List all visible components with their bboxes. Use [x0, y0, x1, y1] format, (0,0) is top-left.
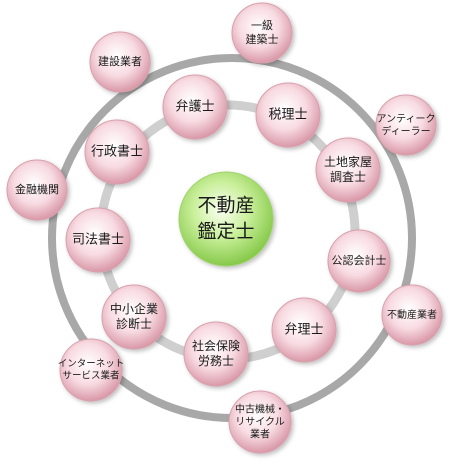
inner-node-label: 中小企業: [110, 301, 158, 316]
inner-node-bengoshi: 弁護士: [162, 74, 228, 140]
outer-node-circle: [231, 2, 293, 64]
outer-node-label: インターネット: [58, 359, 125, 370]
outer-node-label: 建設業者: [98, 54, 142, 68]
outer-node-label: アンティーク: [377, 113, 436, 125]
outer-node-circle: [228, 390, 292, 454]
inner-node-label: 行政書士: [91, 145, 143, 160]
center-label-line1: 不動産: [197, 195, 254, 217]
outer-node-label: 中古機械・: [235, 403, 285, 416]
outer-node-label: リサイクル: [235, 416, 285, 428]
inner-node-circle: [162, 74, 228, 140]
outer-node-kensetsu: 建設業者: [89, 31, 151, 93]
inner-node-label: 調査士: [330, 170, 366, 184]
outer-node-label: 金融機関: [15, 182, 59, 196]
inner-node-label: 土地家屋: [324, 154, 372, 169]
inner-node-label: 診断士: [116, 316, 152, 331]
inner-node-circle: [271, 297, 337, 363]
inner-node-circle: [84, 119, 150, 185]
outer-node-circle: [59, 338, 123, 402]
outer-node-label: 一級: [251, 19, 273, 32]
center-label-line2: 鑑定士: [197, 221, 254, 243]
outer-node-label: 不動産業者: [387, 308, 437, 321]
inner-node-label: 社会保険: [192, 338, 240, 353]
center-node: 不動産 鑑定士: [178, 171, 274, 267]
inner-node-circle: [183, 321, 249, 387]
inner-node-shihoshoshi: 司法書士: [65, 207, 131, 273]
inner-node-circle: [255, 82, 321, 148]
inner-professional-nodes: 弁護士税理士土地家屋調査士公認会計士弁理士社会保険労務士中小企業診断士司法書士行…: [65, 74, 391, 387]
outer-node-label: サービス業者: [62, 369, 119, 381]
inner-node-circle: [315, 137, 381, 203]
outer-node-label: 業者: [250, 428, 270, 441]
inner-node-label: 労務士: [198, 354, 234, 368]
inner-node-gyoseishoshi: 行政書士: [84, 119, 150, 185]
outer-node-kinyu: 金融機関: [6, 159, 68, 221]
inner-node-label: 弁理士: [284, 323, 323, 338]
outer-node-label: ディーラー: [381, 124, 430, 137]
outer-node-fudosangyo: 不動産業者: [381, 284, 443, 346]
inner-node-label: 弁護士: [175, 99, 214, 115]
outer-node-circle: [89, 31, 151, 93]
inner-node-circle: [65, 207, 131, 273]
inner-node-zeirishi: 税理士: [255, 82, 321, 148]
outer-node-circle: [375, 94, 437, 156]
outer-node-circle: [381, 284, 443, 346]
inner-node-label: 税理士: [268, 108, 307, 123]
outer-business-nodes: 一級建築士アンティークディーラー不動産業者中古機械・リサイクル業者インターネット…: [6, 2, 443, 454]
inner-node-benrishi: 弁理士: [271, 297, 337, 363]
inner-node-circle: [327, 229, 391, 293]
inner-node-label: 公認会計士: [332, 253, 387, 267]
outer-node-label: 建築士: [246, 32, 279, 46]
outer-node-circle: [6, 159, 68, 221]
inner-node-kaikeishi: 公認会計士: [327, 229, 391, 293]
inner-node-label: 司法書士: [72, 233, 124, 248]
inner-node-circle: [101, 284, 167, 350]
